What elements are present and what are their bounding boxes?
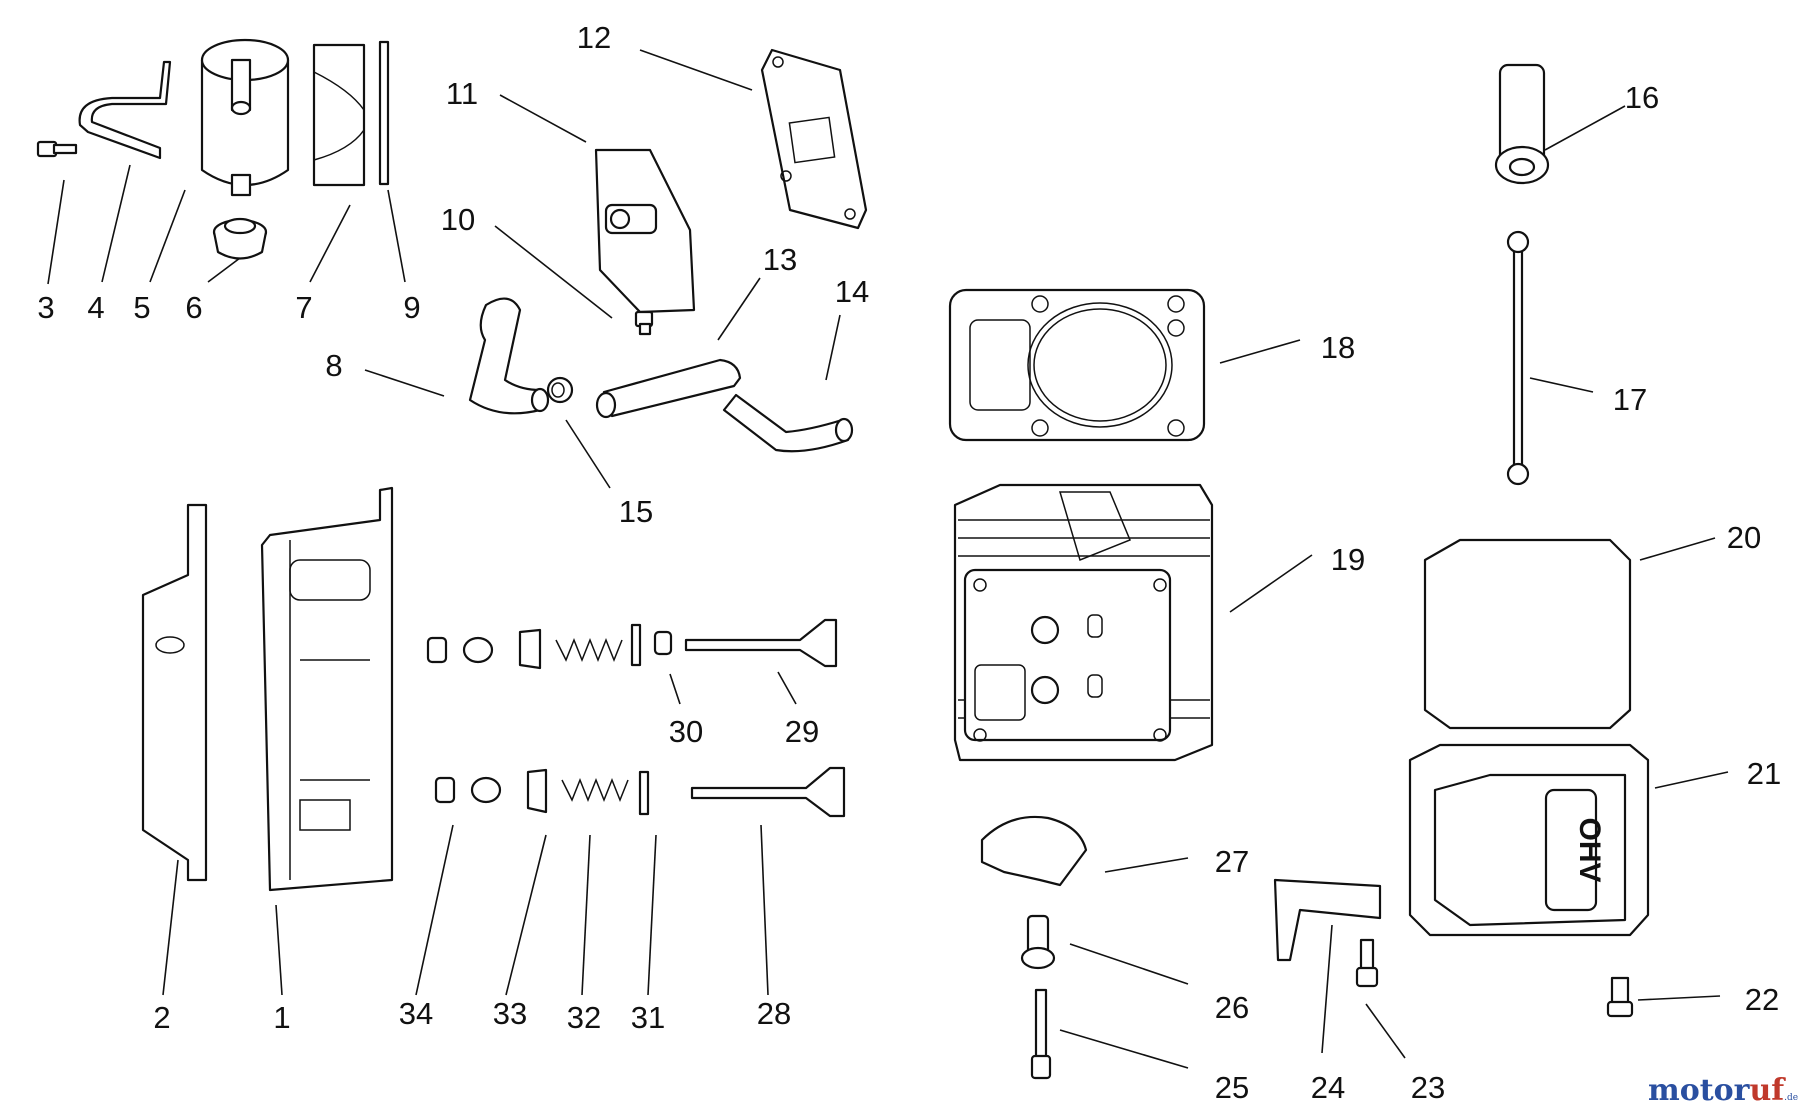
part-14-hose [722, 393, 854, 453]
watermark-accent: uf [1749, 1073, 1786, 1108]
watermark-suffix: .de [1784, 1093, 1798, 1103]
part-4-bracket [78, 60, 172, 160]
part-1-crankcase [260, 486, 394, 892]
callout-34: 34 [399, 996, 433, 1031]
callout-31: 31 [631, 1000, 665, 1035]
callout-16: 16 [1625, 80, 1659, 115]
part-17-push-rod [1506, 230, 1530, 486]
part-13-hose [595, 358, 742, 419]
part-2-side-cover [141, 503, 208, 882]
part-9-gasket [378, 40, 390, 186]
part-12-cover-plate [760, 48, 868, 230]
callout-7: 7 [295, 290, 312, 325]
callout-28: 28 [757, 996, 791, 1031]
callout-12: 12 [577, 20, 611, 55]
part-16-lifter [1494, 63, 1550, 185]
callout-20: 20 [1727, 520, 1761, 555]
callout-26: 26 [1215, 990, 1249, 1025]
callout-27: 27 [1215, 844, 1249, 879]
callout-4: 4 [87, 290, 104, 325]
part-21-valve-cover: OHV [1408, 743, 1650, 937]
part-25-bolt [1030, 988, 1052, 1080]
part-10-screw [634, 310, 654, 336]
callout-17: 17 [1613, 382, 1647, 417]
callout-19: 19 [1331, 542, 1365, 577]
callout-10: 10 [441, 202, 475, 237]
callout-13: 13 [763, 242, 797, 277]
callout-21: 21 [1747, 756, 1781, 791]
watermark-logo: motoruf.de [1648, 1073, 1798, 1108]
callout-18: 18 [1321, 330, 1355, 365]
callout-14: 14 [835, 274, 869, 309]
valve-cover-text: OHV [1573, 817, 1606, 882]
svg-text:motoruf.de: motoruf.de [1648, 1073, 1798, 1108]
part-26-stud [1020, 914, 1056, 970]
part-24-bracket [1273, 878, 1382, 962]
part-3-screw [36, 140, 78, 158]
part-8-elbow-hose [468, 297, 550, 415]
callout-15: 15 [619, 494, 653, 529]
callout-33: 33 [493, 996, 527, 1031]
callout-2: 2 [153, 1000, 170, 1035]
callout-3: 3 [37, 290, 54, 325]
watermark-main: motor [1648, 1073, 1751, 1108]
part-19-cylinder-head [953, 483, 1214, 762]
callout-labels: 3 4 5 6 7 9 12 11 10 13 14 8 15 16 17 18… [37, 20, 1781, 1105]
callout-25: 25 [1215, 1070, 1249, 1105]
callout-5: 5 [133, 290, 150, 325]
callout-30: 30 [669, 714, 703, 749]
callout-1: 1 [273, 1000, 290, 1035]
valve-assembly-upper [426, 618, 838, 670]
callout-29: 29 [785, 714, 819, 749]
part-18-head-gasket [948, 288, 1206, 442]
callout-22: 22 [1745, 982, 1779, 1017]
part-6-cap [212, 217, 268, 260]
callout-23: 23 [1411, 1070, 1445, 1105]
part-15-clamp [546, 376, 574, 404]
part-5-canister [200, 38, 290, 197]
part-27-rocker [980, 815, 1088, 887]
part-11-breather-housing [594, 148, 696, 314]
part-7-shield [312, 43, 366, 187]
part-23-bolt [1355, 938, 1379, 988]
part-20-cover-gasket [1423, 538, 1632, 730]
part-22-screw [1606, 976, 1634, 1018]
callout-6: 6 [185, 290, 202, 325]
callout-24: 24 [1311, 1070, 1345, 1105]
callout-11: 11 [446, 76, 478, 111]
callout-32: 32 [567, 1000, 601, 1035]
leader-lines [47, 49, 1729, 1069]
callout-9: 9 [403, 290, 420, 325]
callout-8: 8 [325, 348, 342, 383]
valve-assembly-lower [434, 766, 846, 818]
